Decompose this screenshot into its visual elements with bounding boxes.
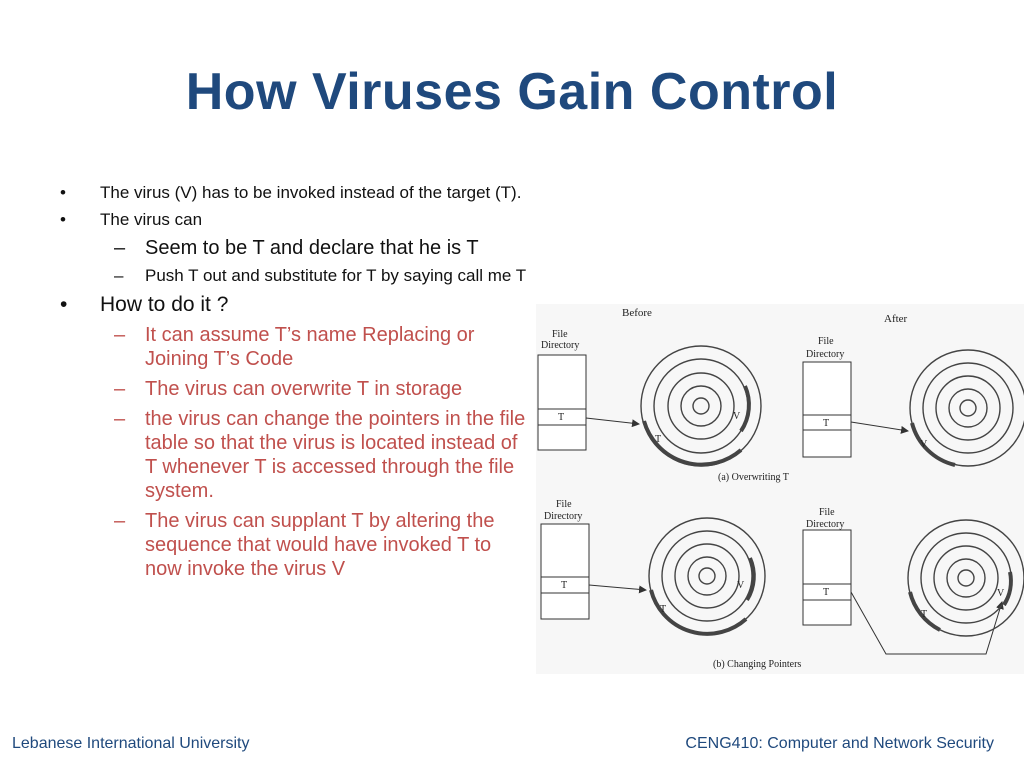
- dash-icon: –: [114, 237, 126, 259]
- sub-bullet-text: Seem to be T and declare that he is T: [145, 237, 479, 259]
- sub-bullet-item: – Seem to be T and declare that he is T: [58, 236, 528, 260]
- virus-control-diagram: Before After File Directory T T V File D…: [536, 304, 1024, 674]
- dash-icon: –: [114, 510, 126, 532]
- target-label: T: [558, 412, 564, 423]
- target-label: T: [655, 434, 661, 445]
- file-directory-label: Directory: [541, 340, 579, 351]
- bullet-item: • How to do it ?: [58, 292, 528, 317]
- bullet-item: • The virus (V) has to be invoked instea…: [58, 182, 528, 203]
- target-label: T: [823, 418, 829, 429]
- disk-a-before: [640, 345, 762, 467]
- file-directory-label: File: [552, 329, 568, 340]
- footer-university: Lebanese International University: [12, 735, 250, 752]
- bullet-dot-icon: •: [60, 183, 66, 202]
- sub-bullet-text: It can assume T’s name Replacing or Join…: [145, 324, 475, 370]
- sub-bullet-text: The virus can supplant T by altering the…: [145, 510, 495, 580]
- disk-a-after: [909, 349, 1024, 467]
- directory-a-after: File Directory T: [802, 336, 852, 458]
- slide-title: How Viruses Gain Control: [185, 63, 839, 121]
- target-label: T: [561, 580, 567, 591]
- dash-icon: –: [114, 324, 126, 346]
- caption-a: (a) Overwriting T: [718, 472, 789, 483]
- changed-pointer-arrow: [850, 591, 1004, 655]
- directory-b-before: File Directory T: [540, 499, 590, 620]
- bullet-text: How to do it ?: [100, 293, 229, 316]
- pointer-arrow: [850, 421, 909, 434]
- dash-icon: –: [114, 408, 126, 430]
- file-directory-label: Directory: [806, 519, 844, 530]
- target-label: T: [921, 609, 927, 620]
- dash-icon: –: [114, 266, 124, 285]
- bullet-item: • The virus can: [58, 209, 528, 230]
- sub-bullet-text: the virus can change the pointers in the…: [145, 408, 526, 502]
- target-label: T: [823, 587, 829, 598]
- pointer-arrow: [588, 584, 647, 594]
- directory-b-after: File Directory T: [802, 507, 852, 626]
- target-label: T: [660, 604, 666, 615]
- after-label: After: [884, 313, 908, 325]
- sub-bullet-text: Push T out and substitute for T by sayin…: [145, 266, 527, 285]
- sub-bullet-item: – the virus can change the pointers in t…: [58, 407, 528, 503]
- sub-bullet-item: – The virus can overwrite T in storage: [58, 377, 528, 401]
- bullet-dot-icon: •: [60, 293, 68, 316]
- sub-bullet-item: – It can assume T’s name Replacing or Jo…: [58, 323, 528, 371]
- file-directory-label: File: [818, 336, 834, 347]
- file-directory-label: Directory: [806, 349, 844, 360]
- sub-bullet-item: – The virus can supplant T by altering t…: [58, 509, 528, 581]
- virus-label: V: [733, 411, 741, 422]
- directory-a-before: File Directory T: [537, 329, 587, 451]
- bullet-text: The virus (V) has to be invoked instead …: [100, 183, 522, 202]
- figure-background: [536, 304, 1024, 674]
- bullet-list: • The virus (V) has to be invoked instea…: [58, 182, 528, 587]
- bullet-text: The virus can: [100, 210, 203, 229]
- pointer-arrow: [585, 417, 640, 428]
- footer-course: CENG410: Computer and Network Security: [685, 735, 994, 752]
- file-directory-label: File: [556, 499, 572, 510]
- dash-icon: –: [114, 378, 126, 400]
- virus-label: V: [997, 588, 1005, 599]
- disk-b-after: [907, 519, 1024, 637]
- file-directory-label: File: [819, 507, 835, 518]
- before-label: Before: [622, 307, 652, 319]
- disk-b-before: [648, 517, 766, 636]
- file-directory-label: Directory: [544, 511, 582, 522]
- virus-label: V: [920, 439, 928, 450]
- sub-bullet-item: – Push T out and substitute for T by say…: [58, 266, 528, 286]
- caption-b: (b) Changing Pointers: [713, 659, 801, 670]
- bullet-dot-icon: •: [60, 210, 66, 229]
- sub-bullet-text: The virus can overwrite T in storage: [145, 378, 463, 400]
- virus-label: V: [737, 580, 745, 591]
